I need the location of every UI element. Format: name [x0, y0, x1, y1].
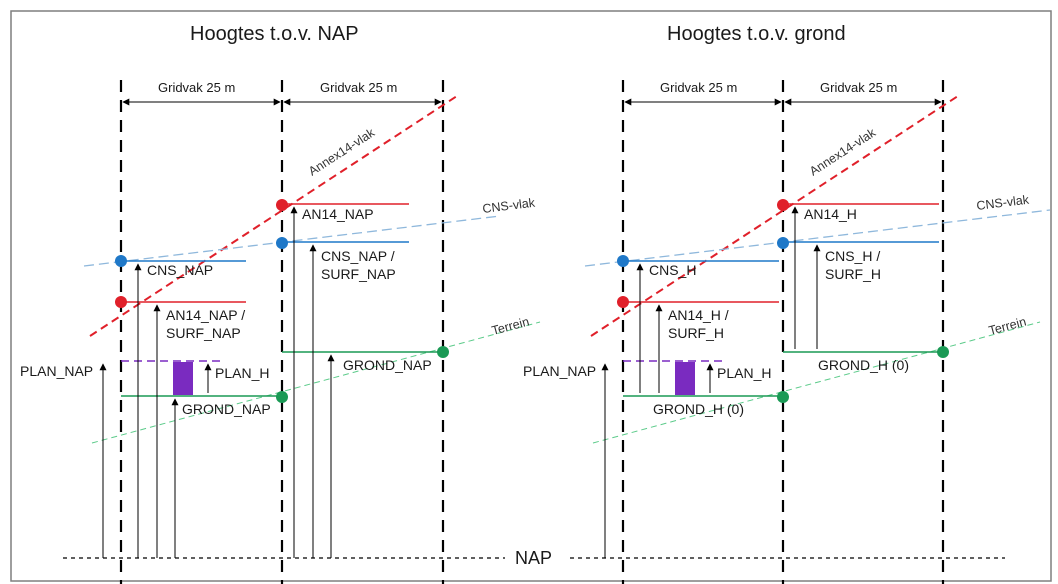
right-grid-label-2: Gridvak 25 m [820, 80, 897, 95]
right-grid-label-1: Gridvak 25 m [660, 80, 737, 95]
right-dot-an14-upper [777, 199, 789, 211]
left-panel-title: Hoogtes t.o.v. NAP [190, 23, 359, 45]
left-building [173, 362, 193, 395]
left-dot-an14-upper [276, 199, 288, 211]
right-cns-plane-label: CNS-vlak [976, 193, 1031, 213]
left-label-grond-lower: GROND_NAP [182, 401, 271, 417]
right-label-grond-upper: GROND_H (0) [818, 357, 909, 373]
left-label-an14-upper: AN14_NAP [302, 206, 374, 222]
right-dot-cns-upper [777, 237, 789, 249]
right-terrain-plane [592, 321, 1041, 444]
right-panel: Hoogtes t.o.v. grond Gridvak 25 m Gridva… [523, 23, 1051, 584]
left-label-grond-upper: GROND_NAP [343, 357, 432, 373]
left-cns-plane-label: CNS-vlak [482, 196, 537, 216]
left-terrain-label: Terrein [490, 314, 531, 337]
left-label-cns-lower: CNS_NAP [147, 262, 213, 278]
right-label-an14-lower-1: AN14_H / [668, 307, 729, 323]
right-label-cns-upper-2: SURF_H [825, 266, 881, 282]
left-dot-cns-lower [115, 255, 127, 267]
right-cns-plane [584, 209, 1051, 267]
right-label-plan-nap: PLAN_NAP [523, 363, 596, 379]
left-label-an14-lower-1: AN14_NAP / [166, 307, 245, 323]
left-cns-plane [83, 215, 501, 267]
left-panel: Hoogtes t.o.v. NAP Gridvak 25 m Gridvak … [20, 23, 541, 584]
left-label-plan-h: PLAN_H [215, 365, 269, 381]
right-terrain-label: Terrein [987, 314, 1028, 337]
right-dot-an14-lower [617, 296, 629, 308]
right-label-plan-h: PLAN_H [717, 365, 771, 381]
right-label-cns-upper-1: CNS_H / [825, 248, 880, 264]
right-label-an14-lower-2: SURF_H [668, 325, 724, 341]
left-dot-cns-upper [276, 237, 288, 249]
left-dot-grond-upper [437, 346, 449, 358]
left-grid-label-1: Gridvak 25 m [158, 80, 235, 95]
left-terrain-plane [91, 321, 541, 444]
left-grid-label-2: Gridvak 25 m [320, 80, 397, 95]
right-label-an14-upper: AN14_H [804, 206, 857, 222]
left-dot-an14-lower [115, 296, 127, 308]
right-building [675, 362, 695, 395]
left-label-cns-upper-2: SURF_NAP [321, 266, 396, 282]
left-label-plan-nap: PLAN_NAP [20, 363, 93, 379]
nap-label: NAP [515, 548, 552, 568]
left-label-an14-lower-2: SURF_NAP [166, 325, 241, 341]
right-label-cns-lower: CNS_H [649, 262, 696, 278]
left-annex14-plane [89, 95, 458, 337]
right-annex14-plane [590, 95, 959, 337]
left-dot-grond-lower [276, 391, 288, 403]
diagram-border [10, 10, 1052, 582]
left-label-cns-upper-1: CNS_NAP / [321, 248, 395, 264]
right-dot-grond-lower [777, 391, 789, 403]
right-panel-title: Hoogtes t.o.v. grond [667, 23, 846, 45]
right-dot-grond-upper [937, 346, 949, 358]
right-label-grond-lower: GROND_H (0) [653, 401, 744, 417]
right-dot-cns-lower [617, 255, 629, 267]
